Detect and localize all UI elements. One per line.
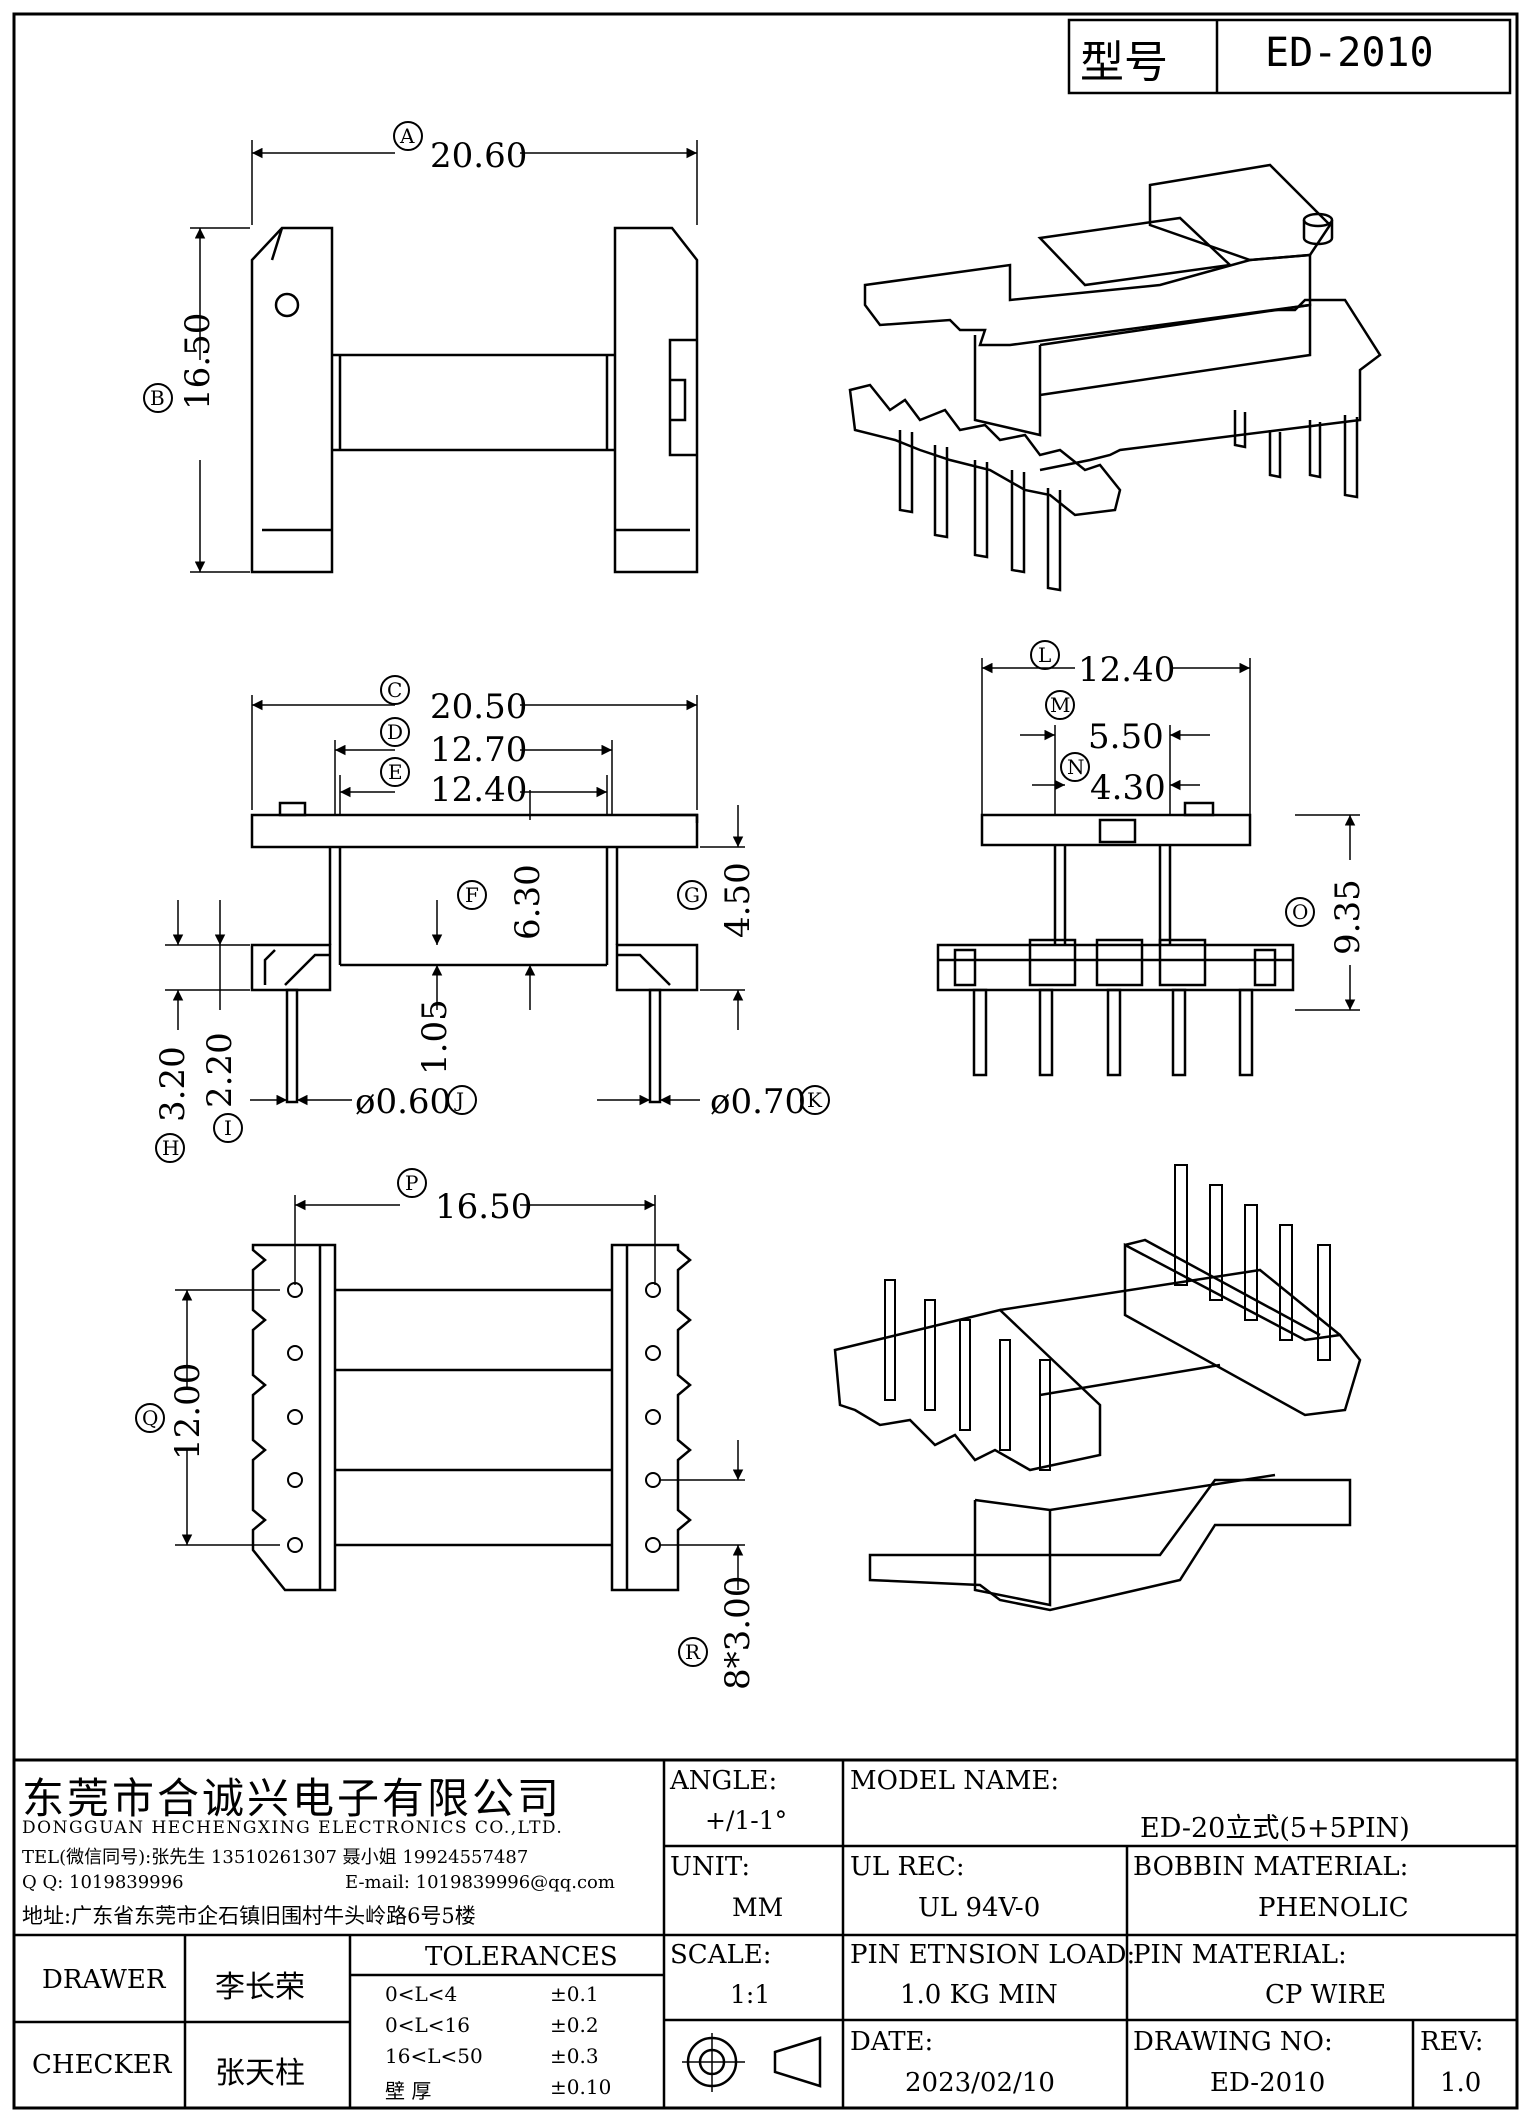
dim-value-P: 16.50 [435,1187,533,1227]
dim-value-E: 12.40 [430,770,528,810]
dim-value-I: 2.20 [200,1032,240,1108]
top-view [190,140,699,574]
dim-letter-I: I [224,1116,232,1140]
dim-letter-K: K [807,1088,822,1112]
title-block-grid [14,1758,1517,2108]
dim-value-R: 8*3.00 [718,1575,758,1690]
drawing-no-value: ED-2010 [1210,2068,1326,2098]
angle-value: +/1-1° [705,1806,788,1835]
dim-value-D: 12.70 [430,730,528,770]
date-value: 2023/02/10 [905,2068,1055,2098]
iso-view-bottom [833,1164,1362,1612]
pin-material-value: CP WIRE [1265,1980,1387,2010]
dim-value-N: 4.30 [1090,768,1166,808]
dim-letter-B: B [150,386,165,410]
dim-value-Q: 12.00 [168,1362,208,1460]
dim-letter-M: M [1050,693,1071,717]
drawer-label: DRAWER [42,1965,166,1995]
dim-letter-L: L [1038,643,1052,667]
tolerance-range: 16<L<50 [385,2044,483,2068]
dim-letter-A: A [400,124,415,148]
pin-material-label: PIN MATERIAL: [1133,1940,1347,1970]
company-name-cn: 东莞市合诚兴电子有限公司 [22,1774,563,1823]
dim-value-F2: 1.05 [415,999,455,1075]
checker-label: CHECKER [32,2050,172,2080]
tolerances-title: TOLERANCES [425,1942,618,1972]
rev-value: 1.0 [1440,2068,1482,2098]
dim-value-J: ø0.60 [355,1082,452,1122]
model-box-value: ED-2010 [1265,30,1434,76]
scale-label: SCALE: [670,1940,772,1970]
dim-letter-N: N [1067,755,1085,779]
tolerance-range: 壁 厚 [385,2079,432,2103]
angle-label: ANGLE: [670,1766,778,1796]
dim-value-L: 12.40 [1078,650,1176,690]
dim-value-O: 9.35 [1328,879,1368,955]
date-label: DATE: [850,2027,934,2057]
dim-letter-H: H [162,1136,180,1160]
ul-value: UL 94V-0 [918,1893,1041,1923]
company-name-en: DONGGUAN HECHENGXING ELECTRONICS CO.,LTD… [22,1818,564,1838]
dim-letter-Q: Q [142,1406,159,1430]
dim-value-K: ø0.70 [710,1082,807,1122]
company-address: 地址:广东省东莞市企石镇旧围村牛头岭路6号5楼 [22,1904,476,1928]
unit-label: UNIT: [670,1852,751,1882]
tolerance-range: 0<L<4 [385,1982,458,2006]
dim-letter-J: J [456,1088,465,1112]
dim-value-F: 6.30 [508,864,548,940]
model-box-label: 型号 [1080,37,1168,88]
tolerance-value: ±0.10 [550,2075,612,2099]
front-view [936,658,1360,1077]
pin-load-label: PIN ETNSION LOAD: [850,1940,1136,1970]
iso-view-top [848,163,1382,592]
dim-value-A: 20.60 [430,136,528,176]
bobbin-label: BOBBIN MATERIAL: [1133,1852,1409,1882]
side-view [165,695,745,1106]
tolerance-value: ±0.1 [550,1982,599,2006]
ul-label: UL REC: [850,1852,965,1882]
dim-value-C: 20.50 [430,687,528,727]
model-label: MODEL NAME: [850,1766,1060,1796]
company-tel: TEL(微信同号):张先生 13510261307 聂小姐 1992455748… [22,1847,529,1868]
model-value: ED-20立式(5+5PIN) [1140,1813,1410,1844]
scale-value: 1:1 [730,1980,771,2009]
bottom-view [175,1195,745,1592]
tolerance-range: 0<L<16 [385,2013,470,2037]
dim-letter-F: F [465,883,479,907]
unit-value: MM [732,1893,784,1922]
tolerance-value: ±0.2 [550,2013,599,2037]
company-qq: Q Q: 1019839996 [22,1872,184,1893]
checker-value: 张天柱 [215,2056,305,2091]
dim-letter-P: P [405,1171,419,1195]
dim-value-H: 3.20 [153,1046,193,1122]
tolerance-value: ±0.3 [550,2044,599,2068]
dim-value-M: 5.50 [1088,717,1164,757]
dim-letter-E: E [388,760,403,784]
dim-value-G: 4.50 [718,862,758,938]
drawing-no-label: DRAWING NO: [1133,2027,1333,2057]
company-email: E-mail: 1019839996@qq.com [345,1872,615,1893]
dim-letter-R: R [685,1640,701,1664]
dim-letter-O: O [1292,900,1309,924]
dim-value-B: 16.50 [178,312,218,410]
dim-letter-G: G [684,883,700,907]
bobbin-value: PHENOLIC [1258,1893,1409,1923]
pin-load-value: 1.0 KG MIN [900,1980,1058,2010]
rev-label: REV: [1420,2027,1484,2057]
drawer-value: 李长荣 [215,1970,305,2005]
dim-letter-D: D [387,720,404,744]
dim-letter-C: C [387,678,403,702]
